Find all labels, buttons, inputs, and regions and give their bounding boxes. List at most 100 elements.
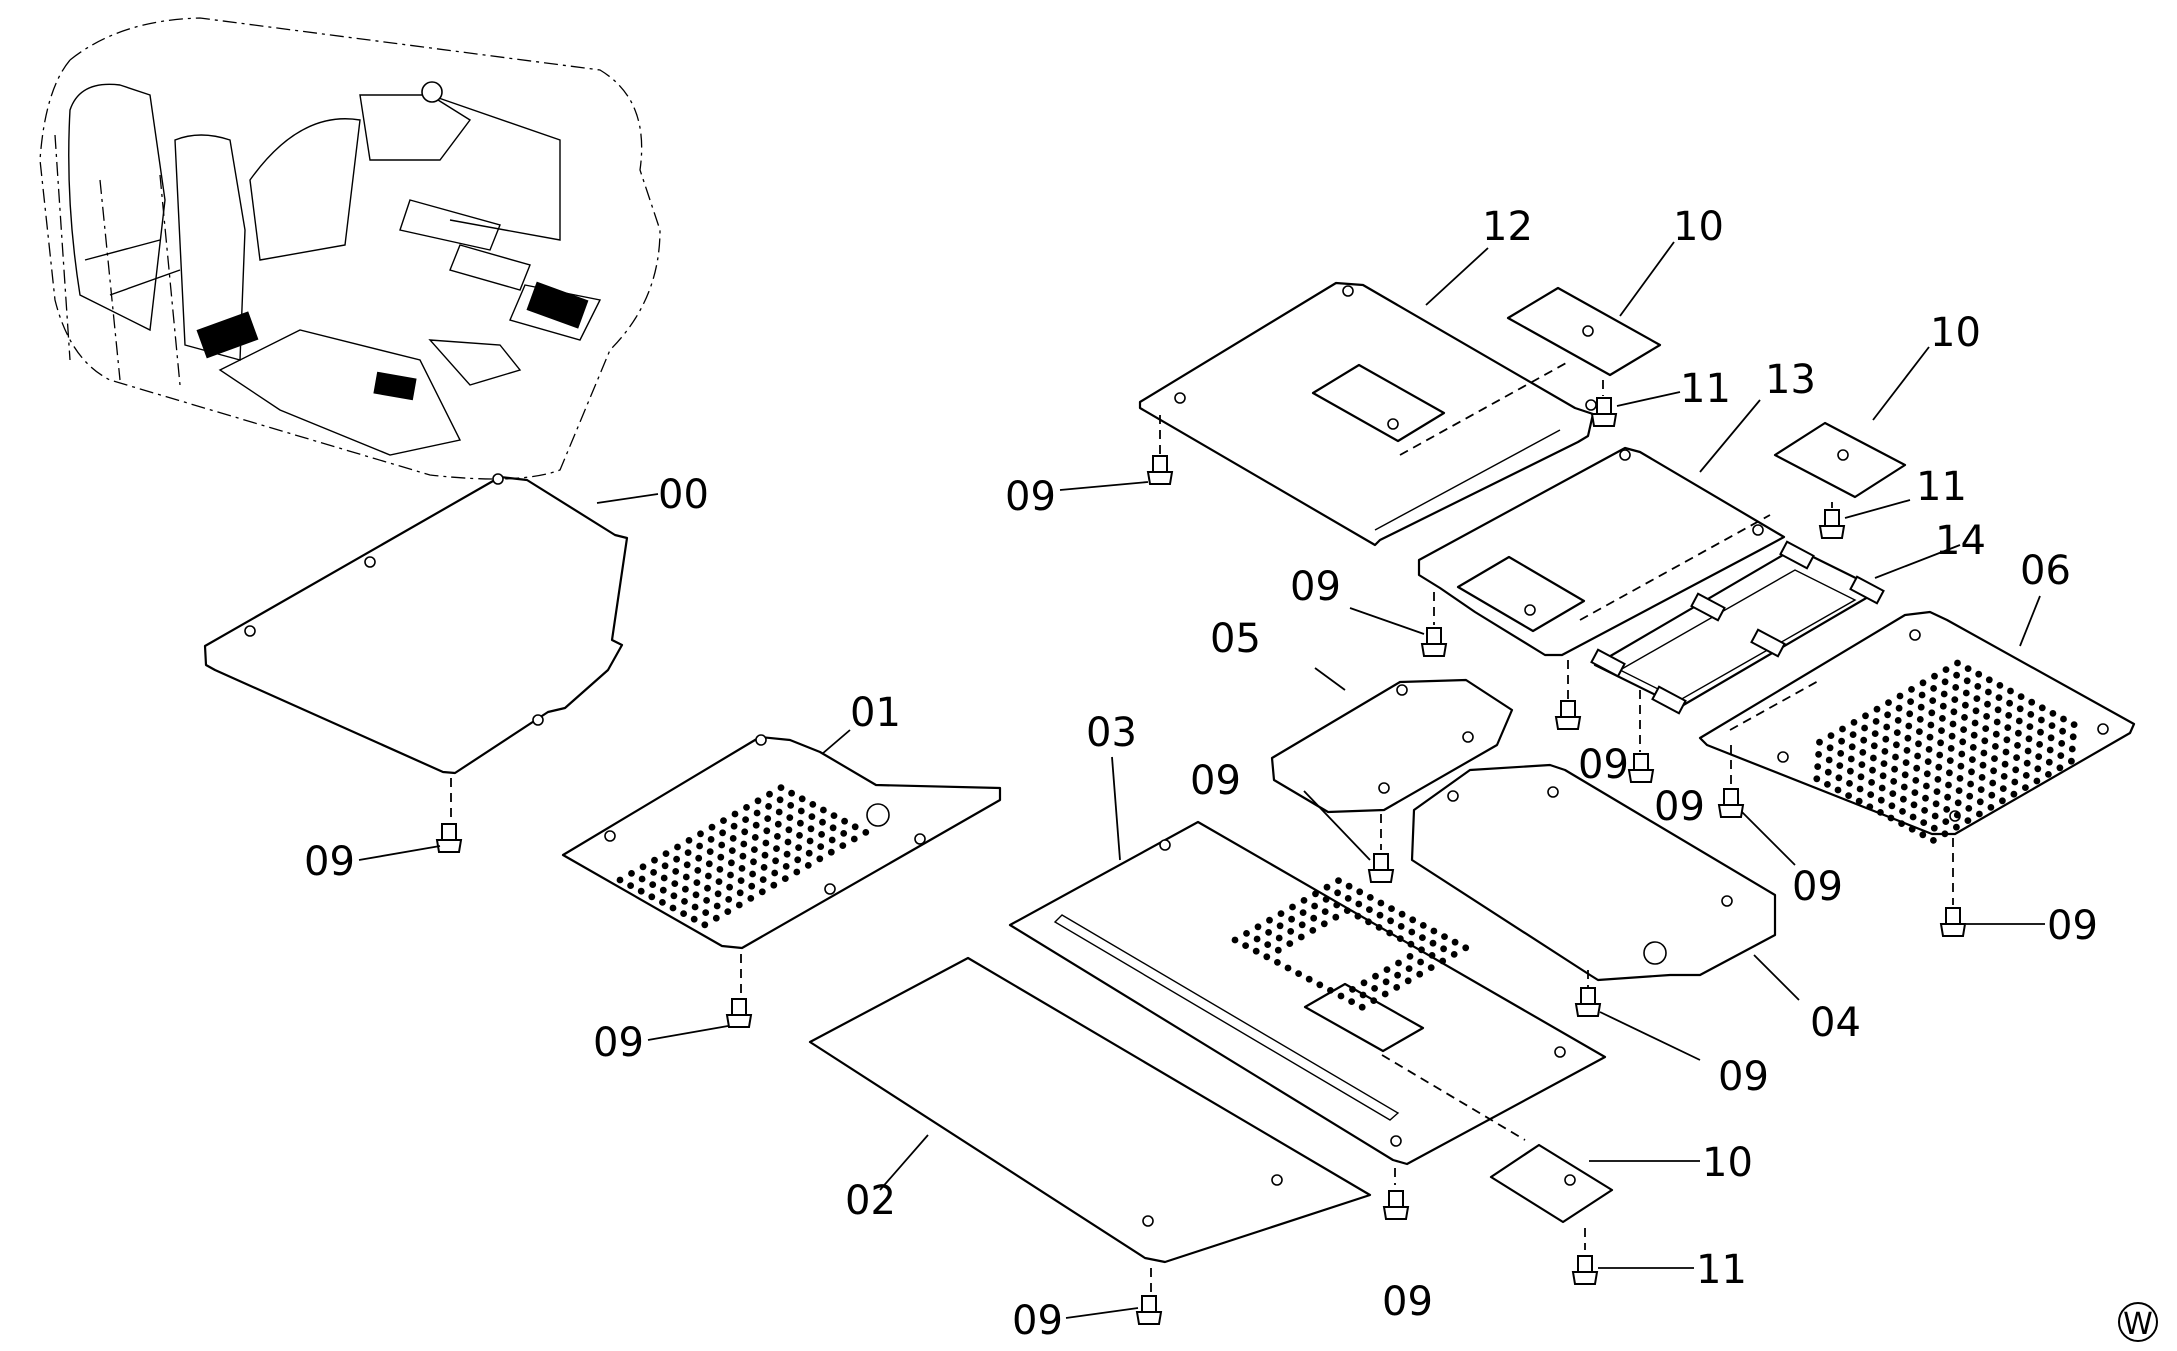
perforation-hole — [1882, 735, 1890, 743]
perforation-hole — [2000, 773, 2008, 780]
perforation-hole — [1932, 800, 1940, 808]
plate-10-bottom — [1489, 1143, 1614, 1224]
perforation-hole — [753, 809, 761, 817]
perforation-hole — [786, 814, 794, 821]
perforation-hole — [1944, 793, 1951, 801]
perforation-hole — [707, 836, 715, 843]
perforation-hole — [649, 881, 657, 888]
perforation-hole — [820, 806, 827, 814]
perforation-hole — [1946, 757, 1954, 764]
perforation-hole — [736, 889, 744, 897]
perforation-hole — [1264, 941, 1272, 948]
perforation-hole — [1242, 942, 1249, 949]
perforation-hole — [1961, 714, 1968, 721]
perforation-hole — [1938, 727, 1945, 734]
perforation-hole — [1970, 731, 1978, 739]
perforation-hole — [659, 899, 666, 906]
perforation-hole — [1430, 927, 1438, 935]
perforation-hole — [694, 867, 702, 874]
perforation-hole — [1440, 945, 1447, 953]
perforation-hole — [1941, 678, 1949, 686]
perforation-hole — [2068, 745, 2076, 753]
perforation-hole — [1409, 916, 1417, 924]
perforation-hole — [717, 853, 725, 861]
perforation-hole — [1370, 997, 1378, 1004]
perforation-hole — [1953, 671, 1960, 679]
perforation-hole — [1916, 716, 1924, 723]
perforation-hole — [671, 880, 679, 887]
perforation-hole — [1994, 706, 2002, 714]
perforation-hole — [784, 838, 792, 846]
perforation-hole — [1916, 728, 1923, 735]
perforation-hole — [1816, 738, 1823, 746]
perforation-hole — [1901, 771, 1909, 779]
perforation-hole — [1912, 777, 1920, 784]
callout-05: 05 — [1210, 616, 1261, 662]
perforation-hole — [1354, 912, 1362, 920]
frame-14 — [1590, 540, 1885, 715]
perforation-hole — [1991, 755, 1998, 762]
perforation-hole — [670, 892, 678, 900]
perforation-hole — [762, 839, 770, 847]
perforation-hole — [759, 876, 767, 883]
perforation-hole — [720, 817, 727, 824]
perforation-hole — [1878, 784, 1886, 792]
perforation-hole — [1408, 928, 1416, 936]
perforation-hole — [1827, 732, 1835, 739]
perforation-hole — [2025, 735, 2033, 743]
corner-mark-label: W — [2123, 1307, 2153, 1342]
perforation-hole — [1824, 781, 1831, 788]
perforation-hole — [662, 850, 670, 857]
perforation-hole — [1428, 952, 1436, 959]
perforation-hole — [724, 908, 732, 915]
perforation-hole — [1323, 883, 1331, 891]
perforation-hole — [743, 804, 750, 811]
perforation-hole — [1982, 725, 1990, 732]
perforation-hole — [1942, 818, 1950, 825]
callout-09-g: 09 — [1005, 474, 1056, 520]
perforation-hole — [788, 789, 795, 797]
perforation-hole — [1366, 894, 1374, 901]
callout-09-i: 09 — [1578, 742, 1629, 788]
perforation-hole — [774, 820, 782, 828]
perforation-hole — [1904, 734, 1912, 742]
perforation-hole — [1903, 747, 1911, 754]
perforation-hole — [1839, 725, 1846, 733]
perforation-hole — [760, 864, 768, 871]
perforation-hole — [1984, 700, 1991, 708]
perforation-hole — [1861, 724, 1868, 732]
perforation-hole — [1900, 783, 1908, 791]
perforation-hole — [1973, 695, 1981, 702]
perforation-hole — [2060, 715, 2067, 723]
perforation-hole — [1858, 761, 1866, 768]
perforation-hole — [1358, 1003, 1366, 1011]
perforation-hole — [1935, 763, 1943, 771]
perforation-hole — [1265, 929, 1272, 936]
perforation-hole — [1305, 975, 1313, 983]
callout-09-f: 09 — [1718, 1054, 1769, 1100]
perforation-hole — [1850, 719, 1858, 726]
perforation-hole — [714, 890, 722, 898]
perforation-hole — [1417, 958, 1424, 966]
perforation-hole — [807, 825, 815, 833]
perforation-hole — [1894, 717, 1902, 724]
callout-09-d: 09 — [1382, 1279, 1433, 1325]
perforation-hole — [1276, 922, 1284, 930]
perforation-hole — [1877, 796, 1885, 804]
perforation-hole — [1940, 690, 1948, 698]
perforation-hole — [1925, 746, 1933, 753]
perforation-hole — [1942, 666, 1950, 673]
callout-03: 03 — [1086, 710, 1137, 756]
perforation-hole — [1893, 741, 1900, 749]
bolt-09-k — [1717, 788, 1745, 818]
perforation-hole — [2044, 771, 2052, 778]
perforation-hole — [628, 870, 635, 877]
panel-02 — [808, 956, 1372, 1264]
perforation-hole — [1394, 971, 1401, 979]
perforation-hole — [2056, 764, 2064, 772]
perforation-hole — [2006, 699, 2013, 707]
panel-12 — [1138, 281, 1597, 547]
perforation-hole — [1887, 814, 1895, 822]
perforation-hole — [1419, 934, 1426, 941]
perforation-hole — [697, 830, 704, 838]
